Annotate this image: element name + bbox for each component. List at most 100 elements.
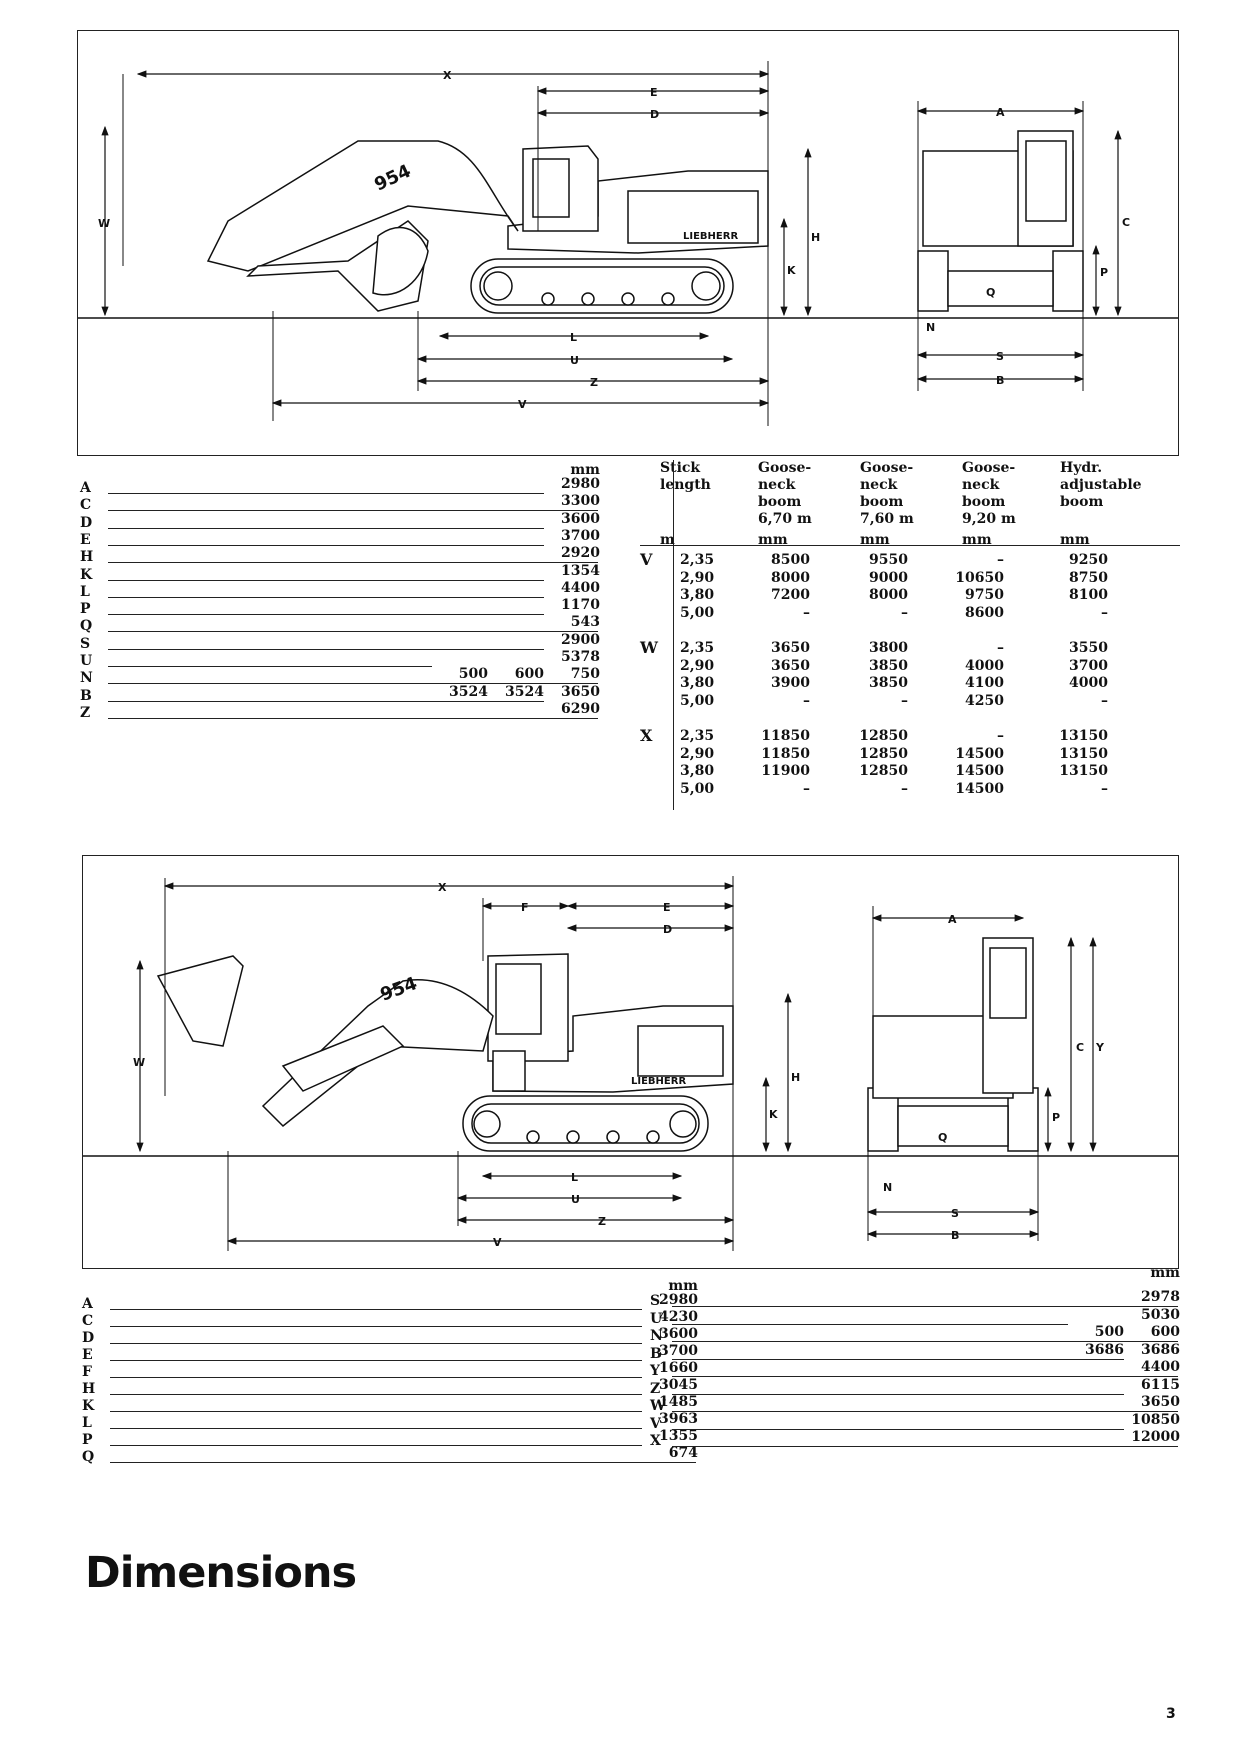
column-header: length bbox=[660, 477, 711, 493]
dim-label-f: F bbox=[521, 901, 529, 914]
dim-label-d: D bbox=[650, 108, 659, 121]
table-cell: 7200 bbox=[771, 587, 810, 603]
dimension-letter: Q bbox=[82, 1449, 95, 1465]
dimension-value: 2900 bbox=[544, 631, 600, 648]
table-cell: – bbox=[901, 604, 908, 621]
dim-label-q: Q bbox=[986, 286, 995, 299]
dimension-letter: D bbox=[82, 1330, 95, 1346]
table-cell: 8100 bbox=[1069, 587, 1108, 603]
dim-label-s: S bbox=[951, 1207, 959, 1220]
table-column-rule bbox=[673, 460, 674, 810]
dimension-value: 1354 bbox=[544, 562, 600, 579]
dim-label-z: Z bbox=[598, 1215, 606, 1228]
table-header-rule bbox=[640, 545, 1180, 546]
dimension-letter: B bbox=[650, 1345, 662, 1362]
boom-arm bbox=[206, 140, 519, 312]
leader-line bbox=[110, 1309, 696, 1310]
table-cell: 14500 bbox=[955, 780, 1004, 797]
column-header: 6,70 m bbox=[758, 511, 812, 527]
dimension-value: 2920 bbox=[544, 545, 600, 562]
dimension-value: 3650 bbox=[544, 683, 600, 700]
dimension-value: 3700 bbox=[642, 1343, 698, 1359]
leader-line bbox=[110, 1343, 696, 1344]
dim-label-n: N bbox=[926, 321, 935, 334]
table-cell: 9000 bbox=[869, 569, 908, 586]
dim-label-l: L bbox=[571, 1171, 578, 1184]
dimension-letter: X bbox=[650, 1433, 661, 1449]
dim-label-l: L bbox=[570, 331, 577, 344]
table-cell: – bbox=[901, 692, 908, 709]
leader-line bbox=[672, 1428, 1178, 1430]
table-cell: – bbox=[803, 604, 810, 621]
leader-line bbox=[108, 510, 598, 512]
table-cell: 5,00 bbox=[680, 692, 715, 709]
column-header: mm bbox=[1060, 532, 1090, 548]
dimension-value: 3963 bbox=[642, 1411, 698, 1427]
dimension-value: 2978 bbox=[1124, 1289, 1180, 1305]
column-header: mm bbox=[758, 532, 788, 548]
brand-text: LIEBHERR bbox=[631, 1076, 686, 1087]
table-cell: – bbox=[901, 780, 908, 797]
dimension-value: 500 bbox=[432, 666, 488, 683]
table-cell: 3700 bbox=[1069, 657, 1108, 674]
column-header: mm bbox=[962, 532, 992, 548]
dimension-letter: K bbox=[82, 1398, 95, 1414]
column-header: 9,20 m bbox=[962, 511, 1016, 527]
leader-line bbox=[110, 1360, 696, 1361]
dimension-value: 4400 bbox=[544, 579, 600, 596]
leader-line bbox=[672, 1393, 1178, 1395]
diagram-shovel-frame: 954 LIEBHERR bbox=[82, 855, 1179, 1269]
group-label: V bbox=[640, 550, 653, 569]
table-cell: 2,90 bbox=[680, 569, 715, 586]
column-header: boom bbox=[962, 494, 1006, 510]
front-view bbox=[867, 937, 1039, 1152]
column-header: neck bbox=[860, 477, 898, 493]
leader-line bbox=[672, 1323, 1178, 1325]
table-cell: 11850 bbox=[761, 728, 810, 744]
unit-label: mm bbox=[570, 462, 600, 478]
dimension-letter: F bbox=[82, 1364, 92, 1380]
leader-line bbox=[672, 1306, 1178, 1307]
dim-label-v: V bbox=[518, 398, 527, 411]
dimension-value: 3524 bbox=[432, 683, 488, 700]
leader-line bbox=[110, 1377, 696, 1378]
dim-label-u: U bbox=[571, 1193, 580, 1206]
leader-line bbox=[110, 1326, 696, 1327]
column-header: boom bbox=[1060, 494, 1104, 510]
table-cell: 3850 bbox=[869, 657, 908, 674]
shovel-arm bbox=[156, 955, 494, 1128]
dim-label-b: B bbox=[996, 374, 1004, 387]
table-cell: 3,80 bbox=[680, 763, 715, 779]
table-cell: 8600 bbox=[965, 604, 1004, 621]
dimension-letter: Z bbox=[80, 704, 91, 721]
dimension-letter: H bbox=[80, 549, 94, 566]
dim-label-x: X bbox=[438, 881, 447, 894]
column-header: m bbox=[660, 532, 675, 548]
column-header: Goose- bbox=[962, 460, 1016, 476]
unit-label: mm bbox=[668, 1278, 698, 1294]
column-header: boom bbox=[758, 494, 802, 510]
dimension-letter: S bbox=[650, 1293, 661, 1309]
table-cell: 9750 bbox=[965, 587, 1004, 603]
dimension-value: 600 bbox=[488, 666, 544, 683]
leader-line bbox=[108, 683, 598, 685]
page-title: Dimensions bbox=[85, 1548, 357, 1598]
leader-line bbox=[108, 700, 598, 702]
unit-label: mm bbox=[1150, 1265, 1180, 1281]
table-cell: 3900 bbox=[771, 675, 810, 691]
dimension-letter: Q bbox=[80, 618, 93, 635]
dimension-letter: E bbox=[80, 531, 91, 548]
leader-line bbox=[108, 527, 598, 529]
leader-line bbox=[108, 596, 598, 598]
column-header: Hydr. bbox=[1060, 460, 1103, 476]
table-cell: 12850 bbox=[859, 745, 908, 762]
leader-line bbox=[108, 544, 598, 546]
